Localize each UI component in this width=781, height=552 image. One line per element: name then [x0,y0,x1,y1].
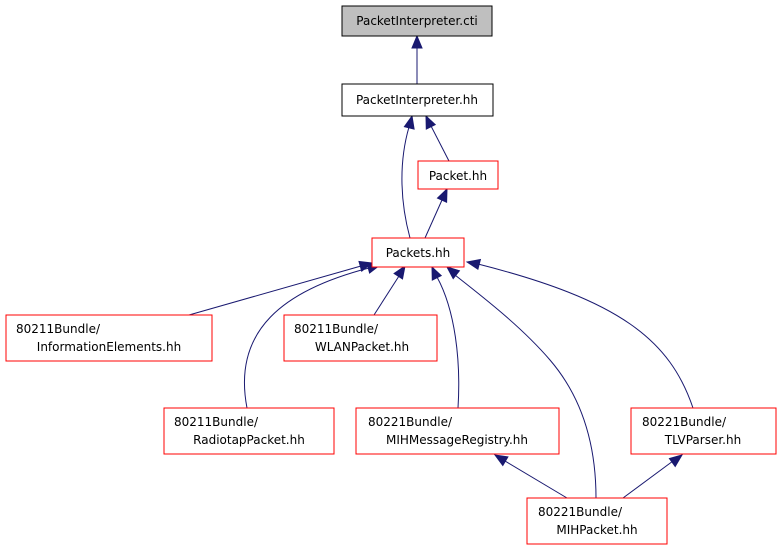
edge-packet-hh-to-interpreter-hh [425,114,451,164]
node-box [526,497,668,545]
node-label-line-2: WLANPacket.hh [315,340,409,354]
node-packets-hh[interactable]: Packets.hh [371,237,465,268]
node-box [5,314,213,362]
node-box [371,237,465,268]
edge-mih-packet-to-packets-hh [445,266,597,499]
node-label-line-1: 80211Bundle/ [16,322,101,336]
node-label: PacketInterpreter.hh [356,93,478,107]
edge-wlan-packet-to-packets-hh [373,264,406,316]
node-label-line-1: 80211Bundle/ [174,415,259,429]
edge-mih-message-registry-to-packets-hh [431,265,460,409]
node-label-line-2: InformationElements.hh [37,340,181,354]
node-mih-message-registry[interactable]: 80221Bundle/ MIHMessageRegistry.hh [355,407,560,455]
node-box [355,407,560,455]
edge-packets-hh-to-interpreter-hh [401,114,415,239]
node-box [341,83,494,117]
node-information-elements[interactable]: 80211Bundle/ InformationElements.hh [5,314,213,362]
node-label-line-2: MIHPacket.hh [556,523,637,537]
node-packet-interpreter-hh[interactable]: PacketInterpreter.hh [341,83,494,117]
node-label: PacketInterpreter.cti [356,14,477,28]
node-label-line-1: 80221Bundle/ [368,415,453,429]
edge-tlv-parser-to-packets-hh [465,258,694,409]
node-label-line-1: 80211Bundle/ [294,322,379,336]
node-label: Packets.hh [386,246,451,260]
node-box [283,314,438,362]
edge-mih-packet-to-mih-message-registry [493,454,568,499]
node-label-line-2: TLVParser.hh [664,433,741,447]
node-mih-packet[interactable]: 80221Bundle/ MIHPacket.hh [526,497,668,545]
node-box [341,5,493,37]
node-tlv-parser[interactable]: 80221Bundle/ TLVParser.hh [630,407,777,455]
node-wlan-packet[interactable]: 80211Bundle/ WLANPacket.hh [283,314,438,362]
node-packet-hh[interactable]: Packet.hh [417,160,499,190]
edges [188,34,694,499]
node-label-line-2: MIHMessageRegistry.hh [386,433,528,447]
node-box [630,407,777,455]
edge-mih-packet-to-tlv-parser [622,454,684,499]
node-label-line-1: 80221Bundle/ [642,415,727,429]
node-box [417,160,499,190]
edge-information-elements-to-packets-hh [188,260,374,316]
node-label-line-2: RadiotapPacket.hh [193,433,305,447]
edge-packets-hh-to-packet-hh [424,187,448,239]
edge-interpreter-hh-to-cti [411,34,423,84]
node-radiotap-packet[interactable]: 80211Bundle/ RadiotapPacket.hh [163,407,335,455]
node-label: Packet.hh [429,169,487,183]
node-label-line-1: 80221Bundle/ [538,505,623,519]
node-box [163,407,335,455]
node-packet-interpreter-cti[interactable]: PacketInterpreter.cti [341,5,493,37]
